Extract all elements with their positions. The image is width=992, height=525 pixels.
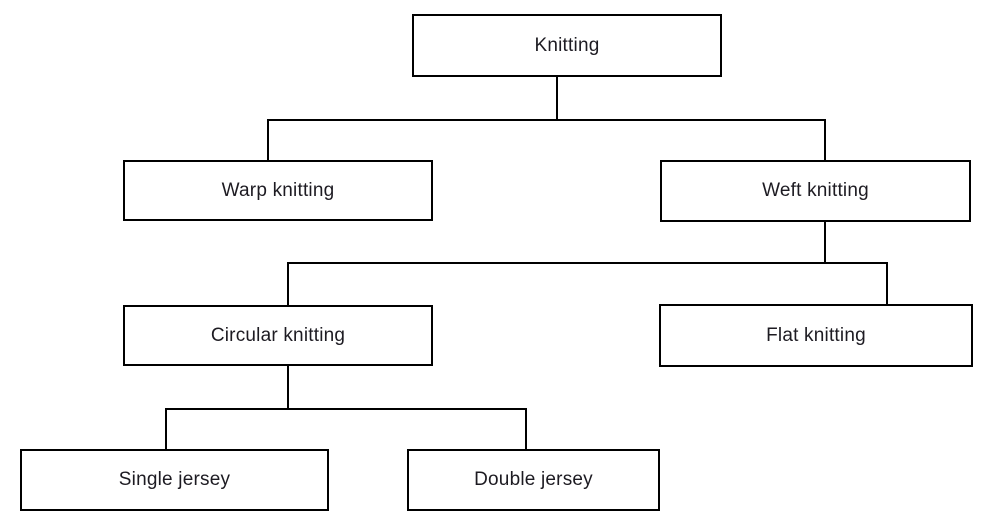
node-circular-knitting: Circular knitting <box>123 305 433 366</box>
node-warp-knitting-label: Warp knitting <box>221 179 335 201</box>
node-weft-knitting: Weft knitting <box>660 160 971 222</box>
node-flat-knitting-label: Flat knitting <box>766 324 866 346</box>
connector-weft-drop <box>824 119 826 160</box>
node-double-jersey: Double jersey <box>407 449 660 511</box>
connector-weft-down <box>824 221 826 264</box>
connector-bus-level1 <box>267 119 826 121</box>
connector-bus-level3 <box>165 408 527 410</box>
connector-circular-down <box>287 366 289 410</box>
node-warp-knitting: Warp knitting <box>123 160 433 221</box>
node-knitting: Knitting <box>412 14 722 77</box>
node-single-jersey: Single jersey <box>20 449 329 511</box>
connector-flat-drop <box>886 262 888 304</box>
connector-warp-drop <box>267 119 269 160</box>
node-double-jersey-label: Double jersey <box>474 469 593 490</box>
connector-double-drop <box>525 408 527 449</box>
connector-knitting-drop <box>556 77 558 121</box>
node-circular-knitting-label: Circular knitting <box>210 324 346 346</box>
node-weft-knitting-label: Weft knitting <box>762 180 869 201</box>
connector-circular-drop <box>287 262 289 305</box>
node-single-jersey-label: Single jersey <box>118 469 231 490</box>
node-flat-knitting: Flat knitting <box>659 304 973 367</box>
connector-bus-level2 <box>287 262 888 264</box>
connector-single-drop <box>165 408 167 449</box>
node-knitting-label: Knitting <box>534 34 600 56</box>
